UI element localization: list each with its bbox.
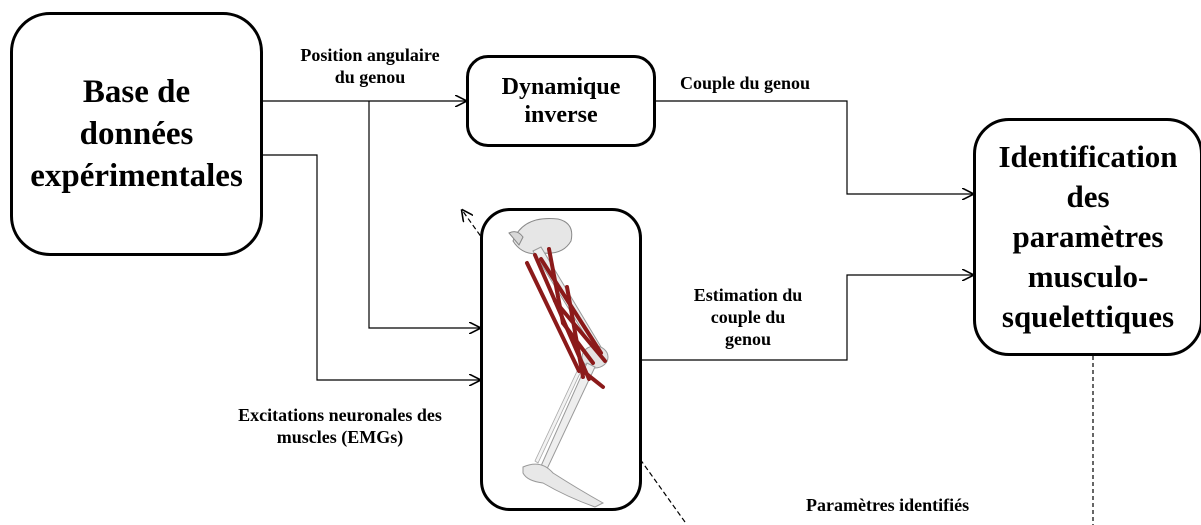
database-box: Base de données expérimentales [10, 12, 263, 256]
identification-line-3: paramètres [998, 217, 1177, 257]
arrow-emg-to-model [263, 155, 480, 380]
arrow-torque-to-identification [656, 101, 973, 194]
arrow-angle-to-model [369, 101, 480, 328]
musculoskeletal-model-box [480, 208, 642, 511]
inverse-dynamics-line-1: Dynamique [502, 73, 621, 101]
identification-line-4: musculo- [998, 257, 1177, 297]
knee-torque-label: Couple du genou [680, 72, 810, 94]
database-line-3: expérimentales [30, 155, 243, 197]
knee-angle-label: Position angulaire du genou [270, 44, 470, 88]
database-line-2: données [30, 113, 243, 155]
torque-estimate-line-1: Estimation du [668, 284, 828, 306]
torque-estimate-line-2: couple du [668, 306, 828, 328]
emg-label: Excitations neuronales des muscles (EMGs… [200, 404, 480, 448]
identification-line-2: des [998, 177, 1177, 217]
emg-line-1: Excitations neuronales des [200, 404, 480, 426]
identification-line-5: squelettiques [998, 297, 1177, 337]
torque-estimate-line-3: genou [668, 328, 828, 350]
knee-angle-line-1: Position angulaire [270, 44, 470, 66]
leg-skeleton-illustration [483, 211, 639, 508]
inverse-dynamics-line-2: inverse [502, 101, 621, 129]
torque-estimate-label: Estimation du couple du genou [668, 284, 828, 350]
database-line-1: Base de [30, 71, 243, 113]
identification-box: Identification des paramètres musculo- s… [973, 118, 1201, 356]
knee-angle-line-2: du genou [270, 66, 470, 88]
inverse-dynamics-box: Dynamique inverse [466, 55, 656, 147]
identified-params-label: Paramètres identifiés [806, 494, 969, 516]
emg-line-2: muscles (EMGs) [200, 426, 480, 448]
identification-line-1: Identification [998, 137, 1177, 177]
